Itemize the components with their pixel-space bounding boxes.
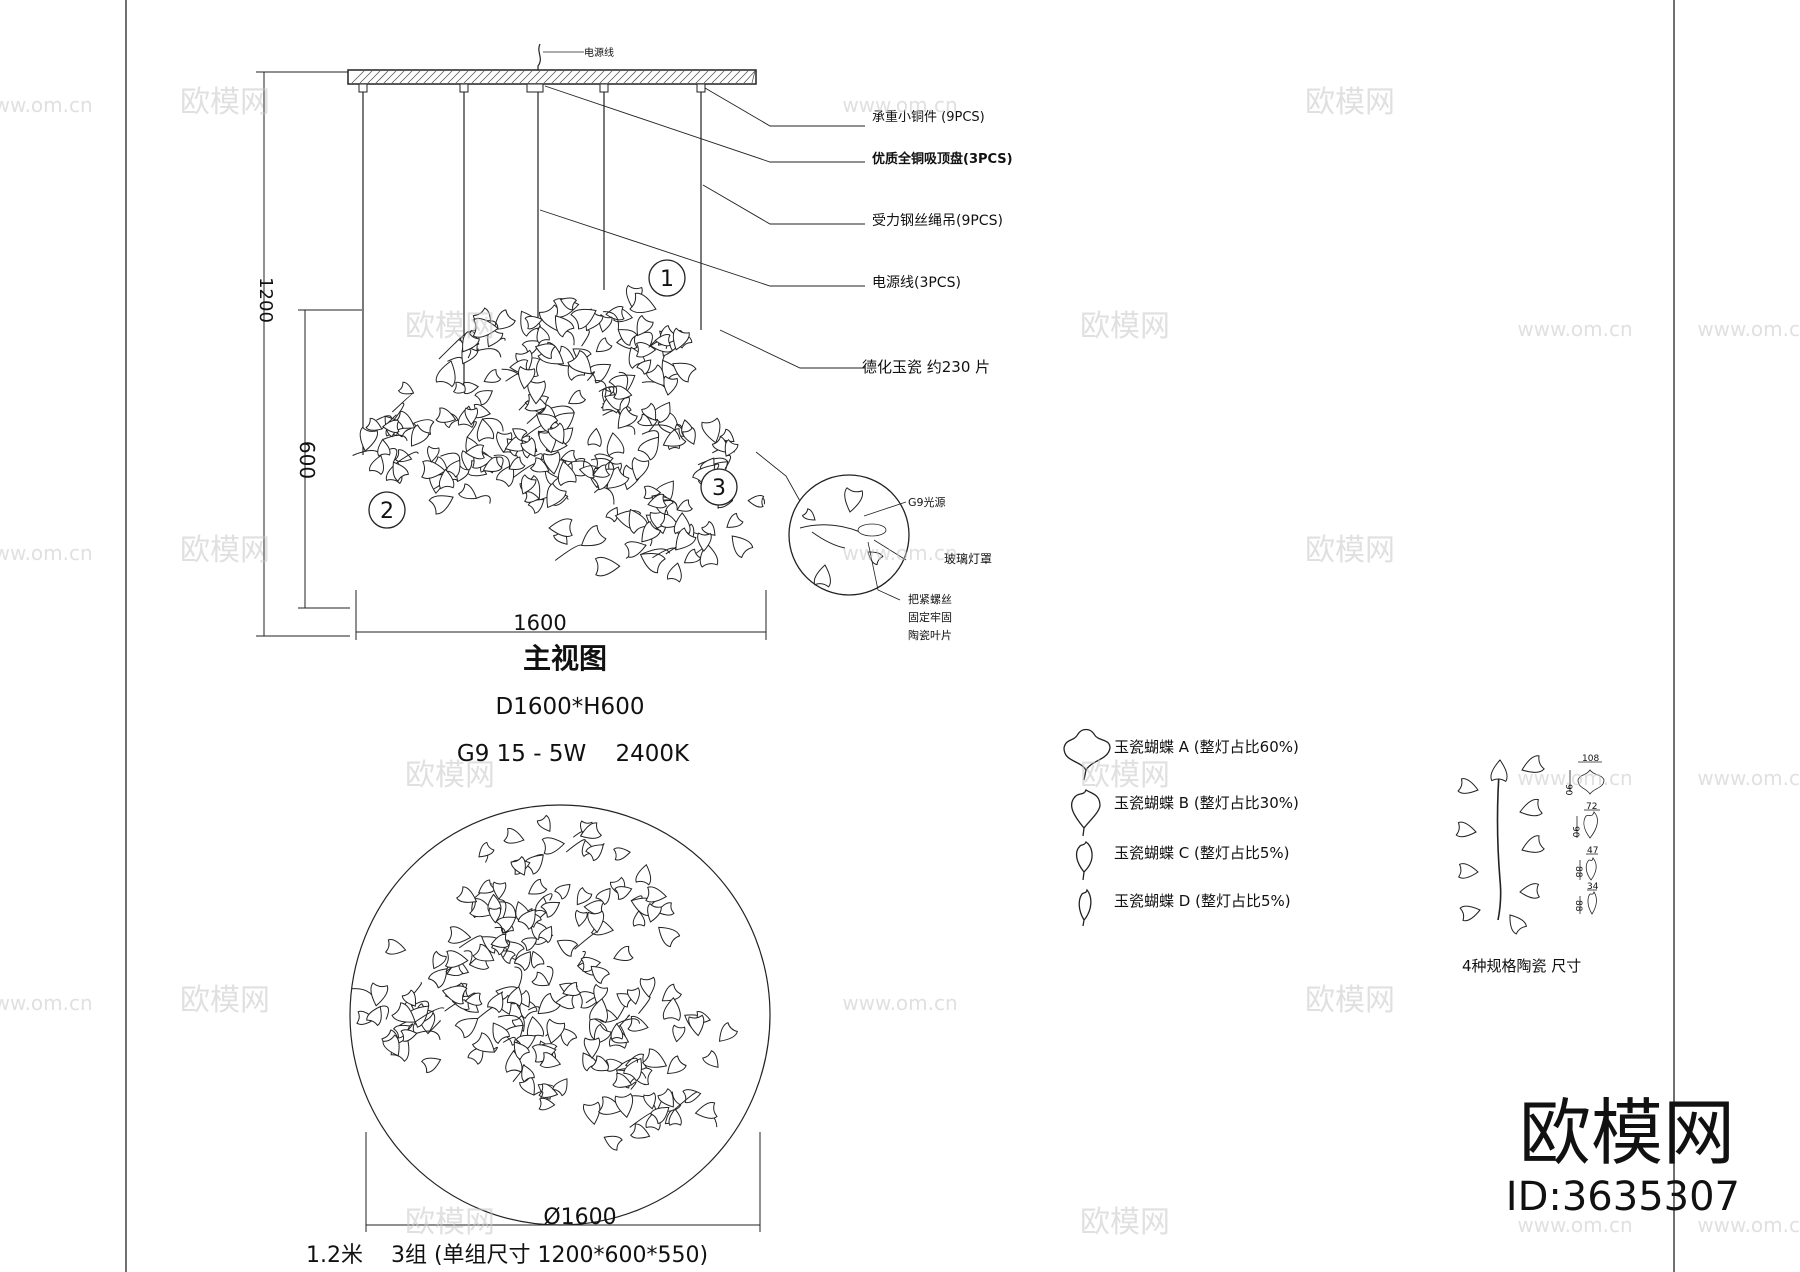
group-marker-1: 1 <box>648 259 686 297</box>
brackets <box>358 83 706 93</box>
size-b-height: 90 <box>1570 826 1580 838</box>
size-c-width: 47 <box>1587 846 1598 856</box>
callout-wire: 受力钢丝绳吊(9PCS) <box>872 213 1003 229</box>
legend-label-b: 玉瓷蝴蝶 B (整灯占比30%) <box>1114 794 1299 812</box>
front-view: 电源线 承重小铜件 (9PCS) 优质全铜吸顶盘(3PCS) 受力钢丝绳吊(9P… <box>255 43 1013 767</box>
callout-bracket: 承重小铜件 (9PCS) <box>872 109 985 125</box>
watermark-text: 欧模网 <box>1305 85 1395 120</box>
leaf-d-icon <box>1078 888 1092 927</box>
legend-item-b: 玉瓷蝴蝶 B (整灯占比30%) <box>1070 788 1299 837</box>
dimension-lines <box>256 71 767 640</box>
brand-watermark: 欧模网 ID:3635307 <box>1506 1091 1740 1220</box>
size-a-width: 108 <box>1582 754 1599 764</box>
watermark-text: 欧模网 <box>180 85 270 120</box>
watermark-text: www.om.cn <box>842 93 957 117</box>
sheet-frame <box>125 0 1675 1272</box>
leaf-cluster-plan <box>351 814 738 1151</box>
group-number-3: 3 <box>712 476 726 501</box>
legend-label-a: 玉瓷蝴蝶 A (整灯占比60%) <box>1114 738 1299 756</box>
spec-sizes-caption: 4种规格陶瓷 尺寸 <box>1462 957 1581 975</box>
watermark-text: 欧模网 <box>405 758 495 793</box>
watermark-text: www.om.cn <box>1517 766 1632 790</box>
ceiling-plate <box>347 69 757 85</box>
callout-glass: 玻璃灯罩 <box>944 552 992 566</box>
leaf-a-icon <box>1063 728 1111 781</box>
size-a-height: 90 <box>1563 784 1573 796</box>
watermark-text: www.om.cn <box>0 93 93 117</box>
callout-screw-2: 固定牢固 <box>908 610 952 624</box>
watermark-text: 欧模网 <box>405 1205 495 1240</box>
front-view-size: D1600*H600 <box>496 694 645 720</box>
front-view-spec: G9 15 - 5W 2400K <box>457 741 690 767</box>
legend-item-d: 玉瓷蝴蝶 D (整灯占比5%) <box>1078 888 1291 927</box>
branch-sample <box>1455 755 1545 935</box>
watermark-text: 欧模网 <box>1080 1205 1170 1240</box>
callout-canopy: 优质全铜吸顶盘(3PCS) <box>872 151 1013 167</box>
power-cord-top <box>537 43 541 70</box>
watermark-text: www.om.cn <box>1697 317 1800 341</box>
legend-label-c: 玉瓷蝴蝶 C (整灯占比5%) <box>1114 844 1290 862</box>
power-top-label: 电源线 <box>584 46 614 59</box>
size-d-width: 34 <box>1587 882 1599 892</box>
legend-label-d: 玉瓷蝴蝶 D (整灯占比5%) <box>1114 892 1291 910</box>
detail-bubble <box>755 451 910 601</box>
callout-screw-3: 陶瓷叶片 <box>908 628 952 642</box>
plan-view: Ø1600 1.2米 3组 (单组尺寸 1200*600*550) <box>306 804 771 1268</box>
brand-id: ID:3635307 <box>1506 1174 1740 1220</box>
callout-g9: G9光源 <box>908 495 946 509</box>
watermark-text: 欧模网 <box>405 309 495 344</box>
group-marker-3: 3 <box>700 468 738 506</box>
watermark-text: 欧模网 <box>180 533 270 568</box>
size-b <box>1576 809 1600 839</box>
size-b-width: 72 <box>1586 802 1597 812</box>
bottom-note: 1.2米 3组 (单组尺寸 1200*600*550) <box>306 1243 708 1268</box>
hanging-wires <box>362 92 702 455</box>
leaf-c-icon <box>1075 841 1093 881</box>
callout-power: 电源线(3PCS) <box>872 275 961 291</box>
watermark-text: www.om.cn <box>842 541 957 565</box>
group-marker-2: 2 <box>368 491 406 529</box>
legend-item-c: 玉瓷蝴蝶 C (整灯占比5%) <box>1075 841 1290 881</box>
dim-height-total: 1200 <box>255 277 276 323</box>
watermark-text: 欧模网 <box>1305 983 1395 1018</box>
watermark-text: www.om.cn <box>842 991 957 1015</box>
callout-porcelain: 德化玉瓷 约230 片 <box>862 358 990 376</box>
watermark-text: www.om.cn <box>1517 1213 1632 1237</box>
plan-dimension <box>365 1132 761 1232</box>
size-c <box>1579 853 1598 881</box>
watermark-text: www.om.cn <box>1517 317 1632 341</box>
brand-name: 欧模网 <box>1519 1091 1735 1175</box>
front-view-title: 主视图 <box>523 642 607 675</box>
legend: 玉瓷蝴蝶 A (整灯占比60%) 玉瓷蝴蝶 B (整灯占比30%) 玉瓷蝴蝶 C… <box>1063 728 1299 927</box>
dim-height-cluster: 600 <box>295 441 319 479</box>
group-number-1: 1 <box>660 267 674 292</box>
watermark-text: www.om.cn <box>1697 766 1800 790</box>
callout-screw-1: 把紧螺丝 <box>908 592 952 606</box>
size-c-height: 88 <box>1573 866 1583 878</box>
dim-diameter: Ø1600 <box>543 1205 616 1230</box>
spec-sizes: 108 90 72 90 47 88 34 88 4种规格陶瓷 尺寸 <box>1455 754 1605 975</box>
size-d <box>1579 889 1597 915</box>
watermark-text: 欧模网 <box>180 983 270 1018</box>
watermark-text: www.om.cn <box>0 991 93 1015</box>
size-a <box>1569 761 1605 795</box>
leaf-b-icon <box>1070 788 1101 837</box>
watermark-text: 欧模网 <box>1080 309 1170 344</box>
watermark-text: www.om.cn <box>0 541 93 565</box>
dim-width: 1600 <box>513 611 566 635</box>
watermark-layer: 欧模网www.om.cn欧模网www.om.cn欧模网欧模网www.om.cnw… <box>0 85 1800 1240</box>
watermark-text: 欧模网 <box>1080 758 1170 793</box>
callout-leaders <box>539 85 865 369</box>
size-d-height: 88 <box>1573 900 1583 912</box>
watermark-text: www.om.cn <box>1697 1213 1800 1237</box>
watermark-text: 欧模网 <box>1305 533 1395 568</box>
group-number-2: 2 <box>380 499 394 524</box>
legend-item-a: 玉瓷蝴蝶 A (整灯占比60%) <box>1063 728 1299 781</box>
